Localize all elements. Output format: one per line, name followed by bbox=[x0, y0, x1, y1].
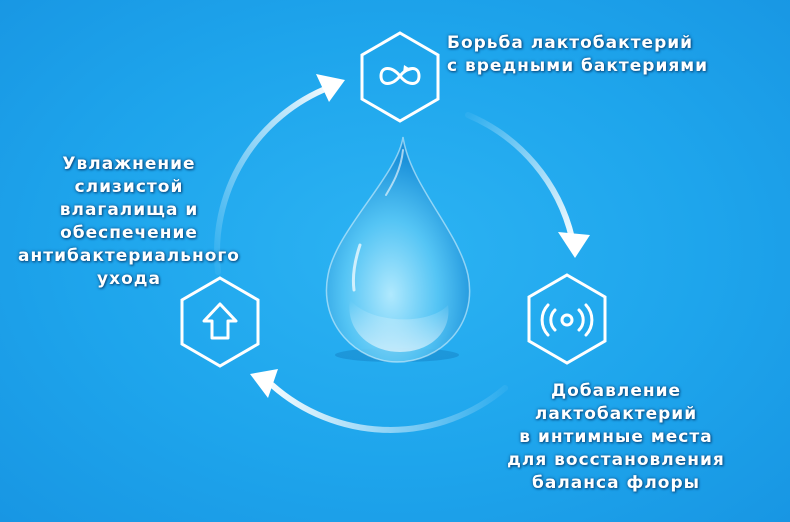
label-right-node: Добавление лактобактерий в интимные мест… bbox=[482, 380, 750, 495]
label-line: ухода bbox=[97, 269, 161, 289]
label-line: в интимные места bbox=[519, 427, 713, 447]
label-left-node: Увлажнение слизистой влагалища и обеспеч… bbox=[0, 153, 258, 291]
broadcast-signal-icon bbox=[540, 303, 594, 337]
label-line: с вредными бактериями bbox=[447, 56, 709, 76]
label-top-node: Борьба лактобактерий с вредными бактерия… bbox=[447, 32, 708, 78]
water-drop-icon bbox=[325, 136, 471, 363]
label-line: Увлажнение bbox=[62, 154, 196, 174]
label-line: Борьба лактобактерий bbox=[447, 33, 694, 53]
up-arrow-icon bbox=[202, 302, 238, 340]
cycle-arrow-top-to-right bbox=[465, 112, 590, 258]
label-line: обеспечение bbox=[60, 223, 198, 243]
label-line: для восстановления bbox=[507, 450, 725, 470]
infinity-loop-icon bbox=[379, 65, 421, 85]
hexagon-node-left bbox=[180, 276, 260, 368]
cycle-arrow-left-to-top bbox=[213, 74, 345, 275]
label-line: антибактериального bbox=[18, 246, 240, 266]
cycle-arrow-right-to-left bbox=[250, 369, 508, 433]
hexagon-node-right bbox=[527, 273, 607, 365]
hexagon-node-top bbox=[360, 31, 440, 123]
label-line: слизистой bbox=[74, 177, 184, 197]
label-line: баланса флоры bbox=[531, 473, 701, 493]
label-line: лактобактерий bbox=[534, 404, 698, 424]
label-line: Добавление bbox=[550, 381, 682, 401]
label-line: влагалища и bbox=[59, 200, 199, 220]
